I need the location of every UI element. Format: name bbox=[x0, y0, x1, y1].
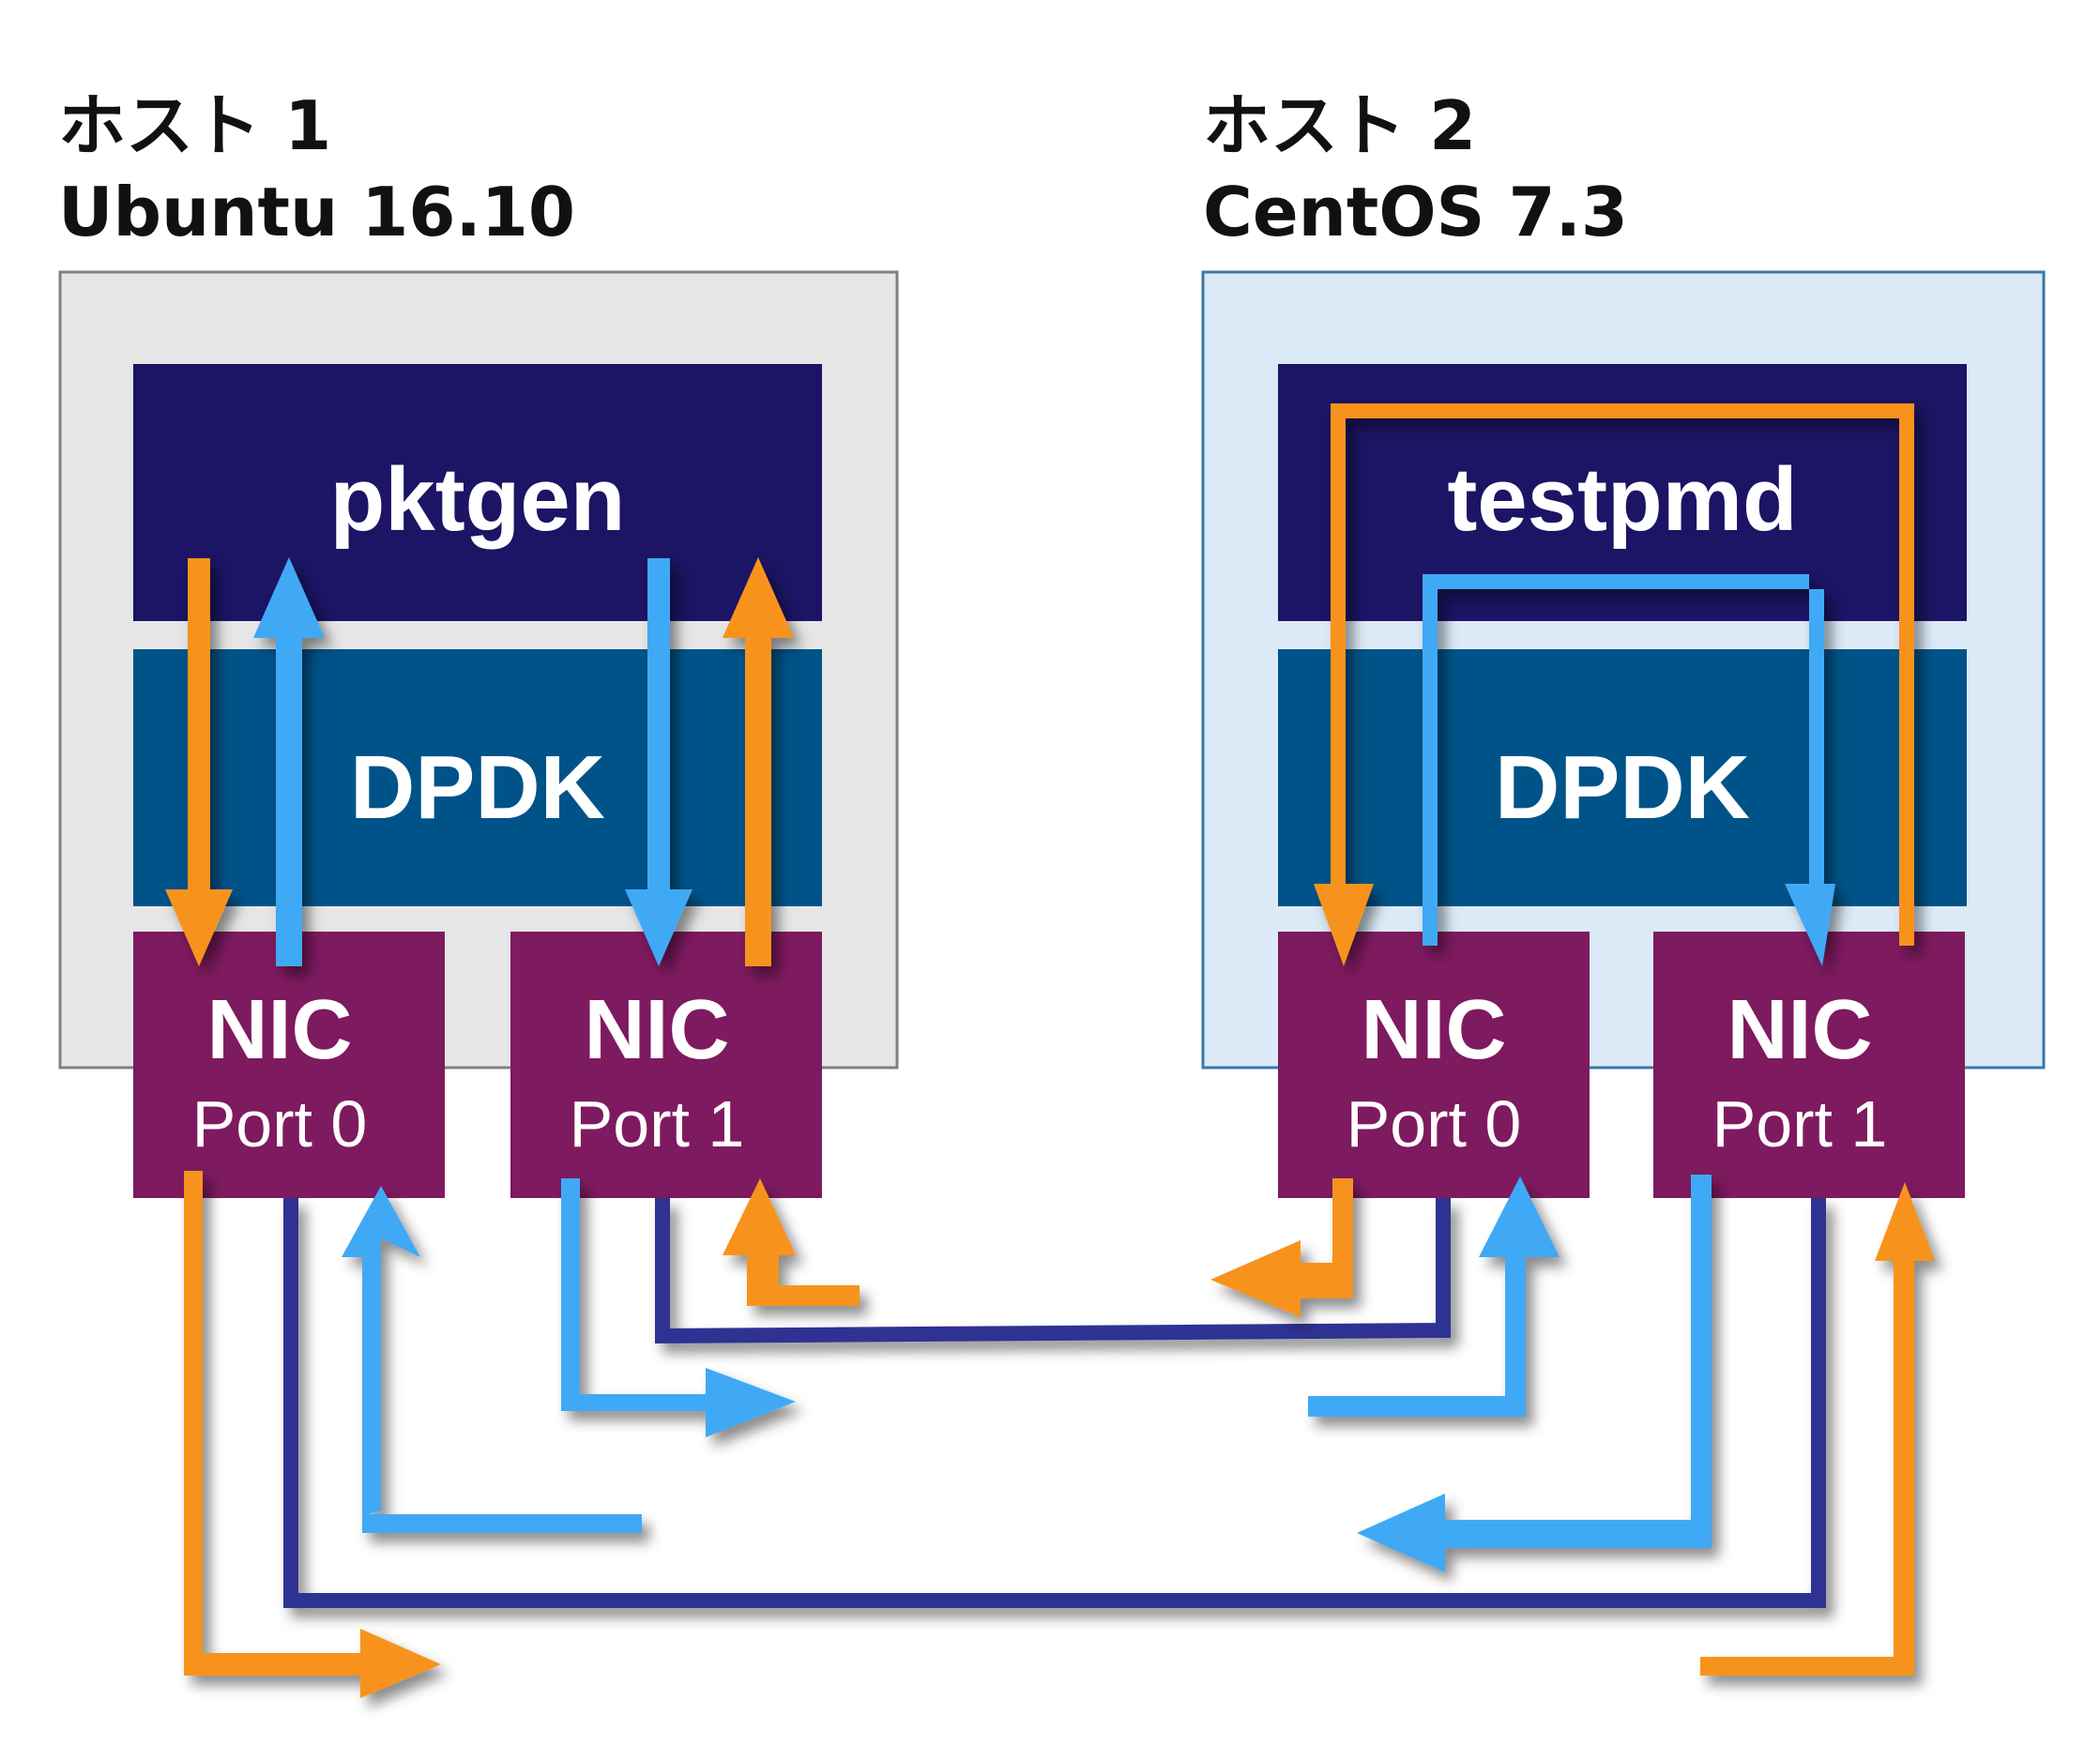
host-2-nic-port-1 bbox=[1653, 932, 1965, 1198]
host-2-name: ホスト 2 bbox=[1203, 86, 1477, 165]
h1-blue-up-arrow bbox=[253, 557, 325, 966]
host-2-nic-0-label: NIC bbox=[1362, 983, 1507, 1077]
h1-orange-in-arrow bbox=[723, 1178, 860, 1306]
cable-h1p0-h2p1 bbox=[283, 1198, 1826, 1608]
host-1-dpdk-layer bbox=[133, 649, 822, 906]
host-2-dpdk-label: DPDK bbox=[1495, 737, 1750, 838]
cable-h1p1-h2p0 bbox=[655, 1198, 1451, 1344]
host-1-nic-1-label: NIC bbox=[585, 983, 730, 1077]
h2-blue-in-arrow bbox=[1308, 1176, 1560, 1417]
host-1-nic-0-label: NIC bbox=[207, 983, 353, 1077]
host-1-app-layer bbox=[133, 364, 822, 621]
host-1-name: ホスト 1 bbox=[58, 86, 332, 165]
host-2-nic-1-port: Port 1 bbox=[1712, 1087, 1888, 1161]
host-2-title: ホスト 2 CentOS 7.3 bbox=[1203, 83, 1628, 255]
host-1-app-label: pktgen bbox=[330, 449, 626, 550]
h1-orange-down-arrow bbox=[165, 558, 233, 966]
host-1-nic-port-0 bbox=[133, 932, 445, 1198]
host-1-os: Ubuntu 16.10 bbox=[58, 173, 576, 251]
h1-orange-up-arrow bbox=[723, 557, 794, 966]
h1-blue-in-arrow bbox=[342, 1186, 642, 1533]
h2-orange-out-arrow bbox=[1210, 1178, 1353, 1317]
h2-orange-in-arrow bbox=[1700, 1182, 1935, 1676]
host-1-nic-1-port: Port 1 bbox=[570, 1087, 745, 1161]
host-2-os: CentOS 7.3 bbox=[1203, 173, 1629, 251]
h2-blue-out-arrow bbox=[1357, 1175, 1712, 1572]
host-1-nic-port-1 bbox=[510, 932, 822, 1198]
h1-orange-out-arrow bbox=[184, 1171, 441, 1698]
host-2-nic-port-0 bbox=[1278, 932, 1590, 1198]
h1-blue-down-arrow bbox=[625, 558, 692, 966]
host-2-app-label: testpmd bbox=[1447, 449, 1797, 550]
host-1-dpdk-label: DPDK bbox=[350, 737, 605, 838]
host-2-dpdk-layer bbox=[1278, 649, 1967, 906]
host-1-nic-0-port: Port 0 bbox=[192, 1087, 368, 1161]
host-2-nic-0-port: Port 0 bbox=[1347, 1087, 1522, 1161]
host-2-nic-1-label: NIC bbox=[1727, 983, 1873, 1077]
host-1-title: ホスト 1 Ubuntu 16.10 bbox=[58, 83, 575, 255]
